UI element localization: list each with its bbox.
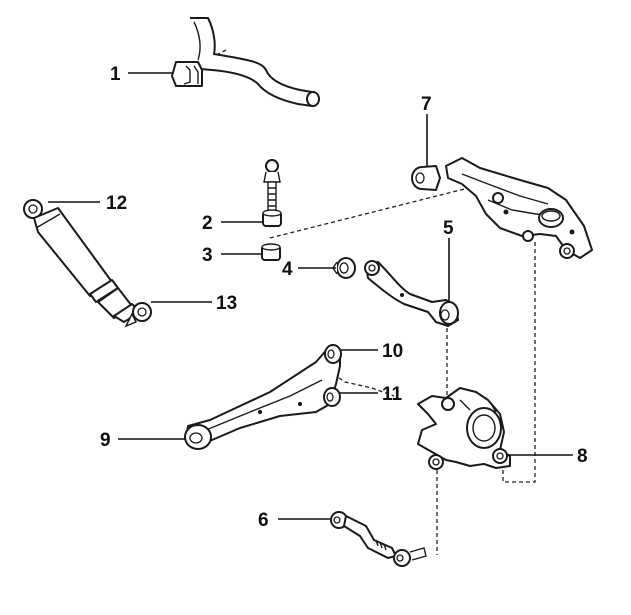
- lower-control-arm: [184, 344, 342, 450]
- callout-8: 8: [577, 446, 588, 467]
- small-bushing: [332, 257, 356, 279]
- callout-10: 10: [382, 341, 403, 362]
- toe-control-link: [330, 511, 427, 567]
- callout-12: 12: [106, 193, 127, 214]
- assembly-dashed-lines: [209, 49, 536, 555]
- callout-11: 11: [382, 384, 403, 405]
- callout-labels: 1 2 3 4 5 6 7 8 9 10 11 12 13: [100, 64, 588, 531]
- link-bushing-lower: [261, 243, 281, 261]
- callout-6: 6: [258, 510, 269, 531]
- steering-knuckle: [417, 387, 511, 470]
- shock-absorber: [23, 199, 152, 328]
- trailing-arm-assembly: [445, 157, 593, 259]
- callout-3: 3: [202, 245, 213, 266]
- callout-1: 1: [110, 64, 121, 85]
- callout-5: 5: [443, 218, 454, 239]
- stabilizer-link: [263, 159, 281, 213]
- upper-control-arm: [364, 260, 459, 327]
- leader-lines: [48, 72, 573, 520]
- callout-4: 4: [282, 259, 293, 280]
- link-bushing-upper: [262, 209, 282, 227]
- callout-9: 9: [100, 430, 111, 451]
- stabilizer-bar: [189, 17, 320, 107]
- arm-bushing: [411, 165, 441, 191]
- callout-2: 2: [202, 213, 213, 234]
- stabilizer-bushing: [171, 61, 203, 87]
- callout-13: 13: [216, 293, 237, 314]
- callout-7: 7: [421, 94, 432, 115]
